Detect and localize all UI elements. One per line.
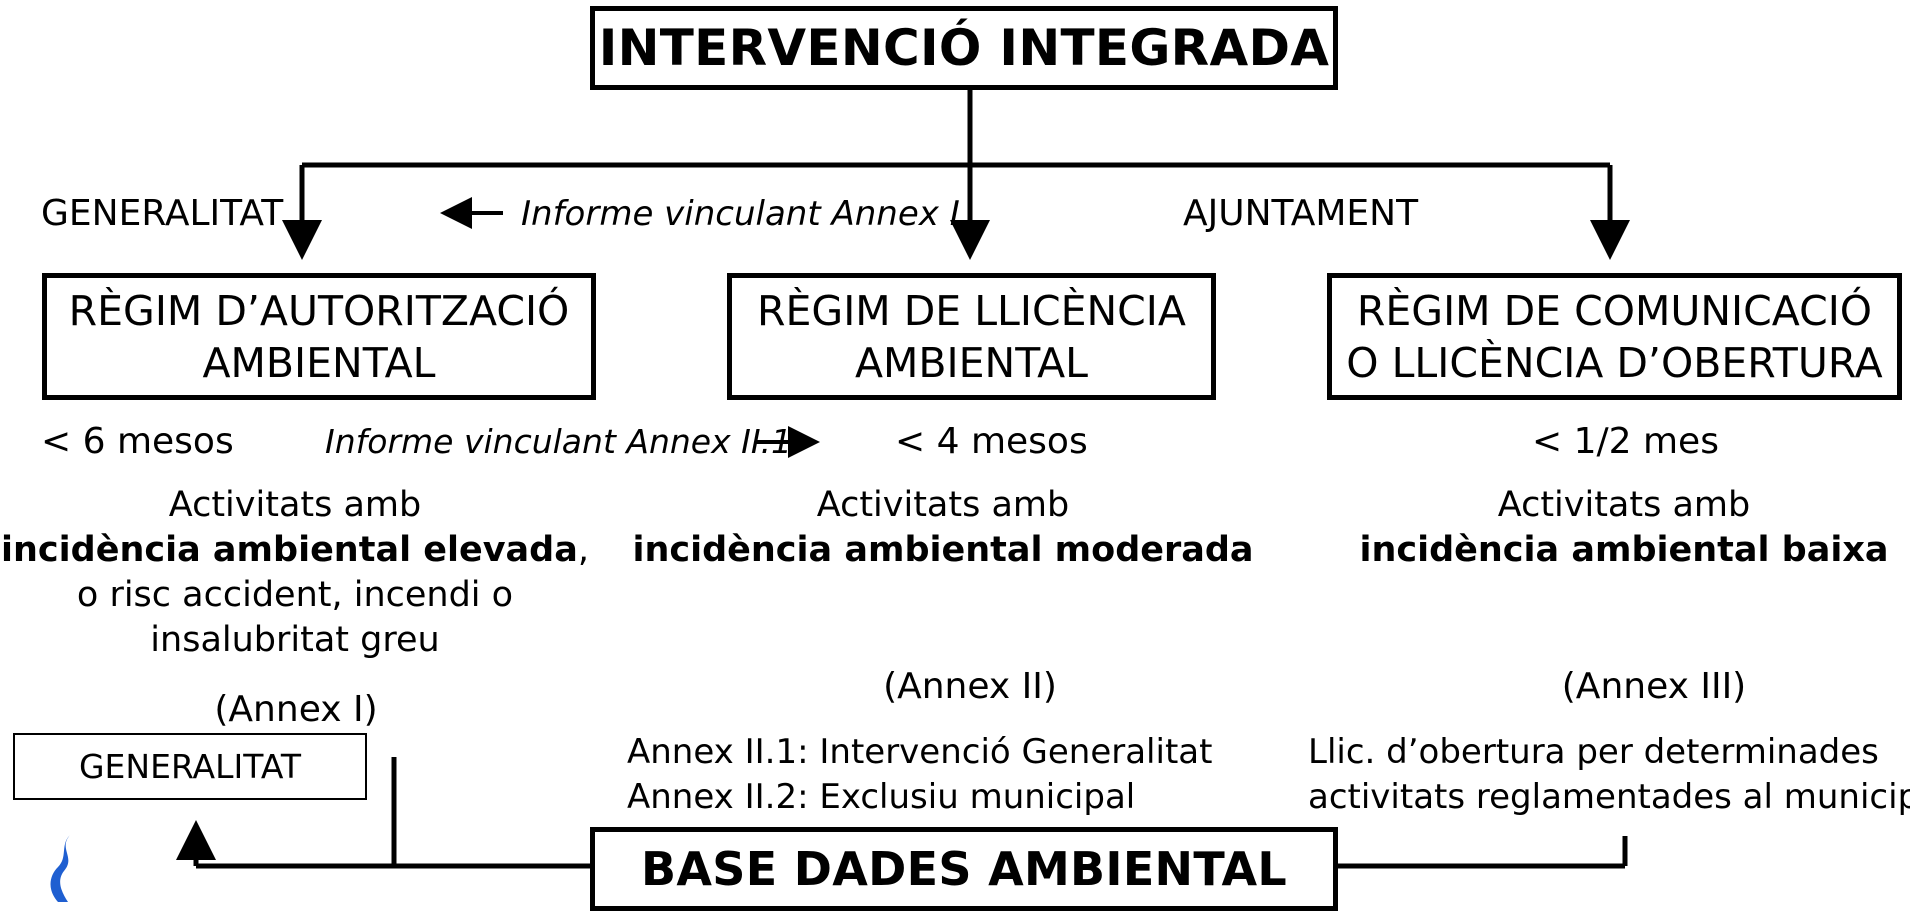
regime-box-autoritzacio: RÈGIM D’AUTORITZACIÓ AMBIENTAL	[42, 273, 596, 400]
desc-autoritzacio-prefix: Activitats amb	[168, 485, 422, 525]
desc-llicencia-prefix: Activitats amb	[816, 485, 1070, 525]
note-annex-ii1: Annex II.1: Intervenció Generalitat	[627, 732, 1213, 772]
desc-comunicacio-bold: incidència ambiental baixa	[1359, 530, 1889, 570]
regime-box-llicencia: RÈGIM DE LLICÈNCIA AMBIENTAL	[727, 273, 1216, 400]
diagram-title: INTERVENCIÓ INTEGRADA	[598, 19, 1330, 77]
annex-i-label: (Annex I)	[214, 689, 378, 730]
regime-comunicacio-line1: RÈGIM DE COMUNICACIÓ	[1356, 286, 1873, 335]
annex-iii-label: (Annex III)	[1561, 666, 1747, 707]
regime-llicencia-line2: AMBIENTAL	[855, 338, 1088, 387]
bottom-generalitat-box: GENERALITAT	[13, 733, 367, 800]
desc-autoritzacio-extra2: insalubritat greu	[150, 620, 440, 660]
desc-autoritzacio-suffix: ,	[577, 530, 589, 570]
term-comunicacio: < 1/2 mes	[1532, 421, 1719, 462]
database-label: BASE DADES AMBIENTAL	[641, 842, 1287, 896]
note-obertura-1: Llic. d’obertura per determinades	[1308, 732, 1879, 772]
desc-llicencia: Activitats amb incidència ambiental mode…	[632, 483, 1253, 573]
regime-box-comunicacio: RÈGIM DE COMUNICACIÓ O LLICÈNCIA D’OBERT…	[1327, 273, 1902, 400]
note-obertura-2: activitats reglamentades al municipi	[1308, 777, 1910, 817]
desc-comunicacio: Activitats amb incidència ambiental baix…	[1359, 483, 1888, 573]
informe-annex-ii1-label: Informe vinculant Annex II.1	[325, 422, 793, 461]
generalitat-label: GENERALITAT	[41, 193, 284, 234]
database-box: BASE DADES AMBIENTAL	[590, 827, 1338, 911]
desc-llicencia-bold: incidència ambiental moderada	[632, 530, 1254, 570]
desc-autoritzacio-bold: incidència ambiental elevada	[1, 530, 578, 570]
desc-autoritzacio-main: incidència ambiental elevada,	[1, 528, 589, 573]
term-llicencia: < 4 mesos	[895, 421, 1088, 462]
term-autoritzacio: < 6 mesos	[41, 421, 234, 462]
regime-autoritzacio-line1: RÈGIM D’AUTORITZACIÓ	[68, 286, 570, 335]
title-box: INTERVENCIÓ INTEGRADA	[590, 6, 1338, 90]
note-annex-ii2: Annex II.2: Exclusiu municipal	[627, 777, 1136, 817]
informe-annex-i-label: Informe vinculant Annex I	[521, 194, 960, 234]
desc-autoritzacio-extra1: o risc accident, incendi o	[76, 575, 514, 615]
desc-autoritzacio: Activitats amb incidència ambiental elev…	[1, 483, 589, 663]
regime-autoritzacio-line2: AMBIENTAL	[202, 338, 436, 387]
ajuntament-label: AJUNTAMENT	[1183, 193, 1419, 234]
annex-ii-label: (Annex II)	[883, 666, 1057, 707]
regime-comunicacio-line2: O LLICÈNCIA D’OBERTURA	[1346, 338, 1883, 387]
bottom-generalitat-label: GENERALITAT	[78, 747, 301, 786]
desc-comunicacio-prefix: Activitats amb	[1497, 485, 1751, 525]
regime-llicencia-line1: RÈGIM DE LLICÈNCIA	[757, 286, 1186, 335]
flame-logo-icon	[40, 835, 100, 902]
